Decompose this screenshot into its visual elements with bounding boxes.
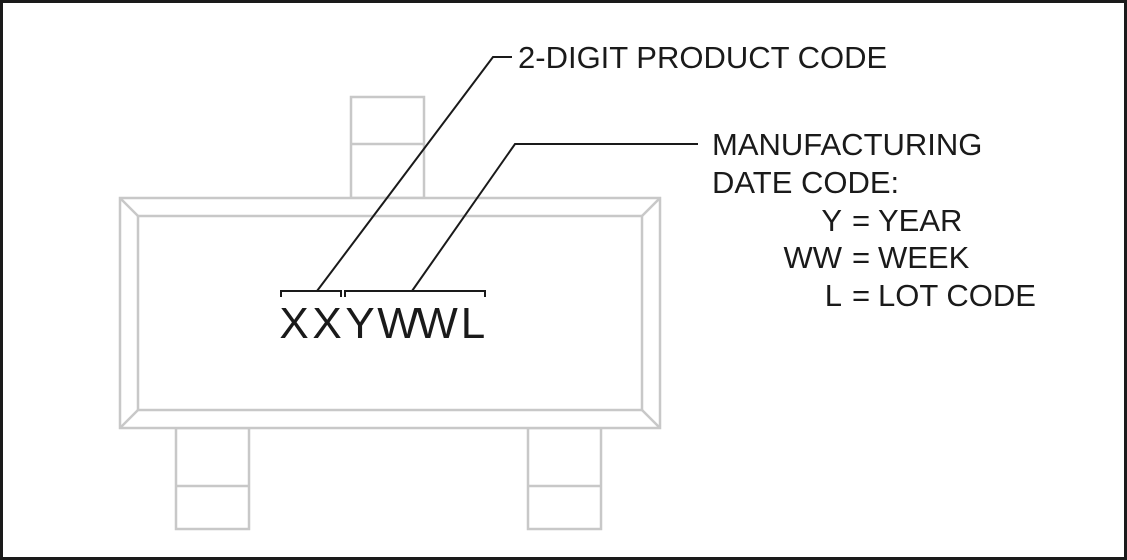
legend-ww-value: WEEK (878, 240, 970, 275)
package-body-inner (136, 214, 644, 412)
marking-char-1: X (279, 299, 308, 348)
package-body-outer (118, 196, 662, 430)
marking-char-3: Y (345, 299, 374, 348)
bottom-left-pin (174, 426, 251, 531)
legend-l-key: L (825, 278, 842, 313)
bevel-br (641, 409, 661, 429)
marking-char-5: W (416, 299, 458, 348)
leader-lines (316, 56, 698, 292)
marking-char-2: X (312, 299, 341, 348)
legend-y-key: Y (821, 203, 842, 238)
package-marking: X X Y W W L (279, 299, 485, 348)
date-code-title-line2: DATE CODE: (712, 165, 899, 200)
date-code-leader (411, 143, 698, 292)
legend-y-eq: = (852, 203, 870, 238)
legend-l-value: LOT CODE (878, 278, 1036, 313)
product-code-leader (316, 56, 512, 292)
legend-ww-eq: = (852, 240, 870, 275)
legend-y-value: YEAR (878, 203, 962, 238)
marking-char-4: W (377, 299, 419, 348)
bottom-right-pin (526, 426, 603, 531)
legend-ww-key: WW (783, 240, 842, 275)
bevel-tr (641, 197, 661, 217)
marking-char-6: L (461, 299, 485, 348)
legend-l-eq: = (852, 278, 870, 313)
marking-brackets (280, 290, 486, 297)
product-code-label: 2-DIGIT PRODUCT CODE (518, 40, 887, 75)
top-pin (349, 95, 426, 200)
bevel-bl (119, 409, 139, 429)
date-code-bracket (344, 290, 486, 297)
bevel-tl (119, 197, 139, 217)
sot23-package (118, 95, 662, 531)
date-code-title-line1: MANUFACTURING (712, 127, 982, 162)
product-code-bracket (280, 290, 342, 297)
